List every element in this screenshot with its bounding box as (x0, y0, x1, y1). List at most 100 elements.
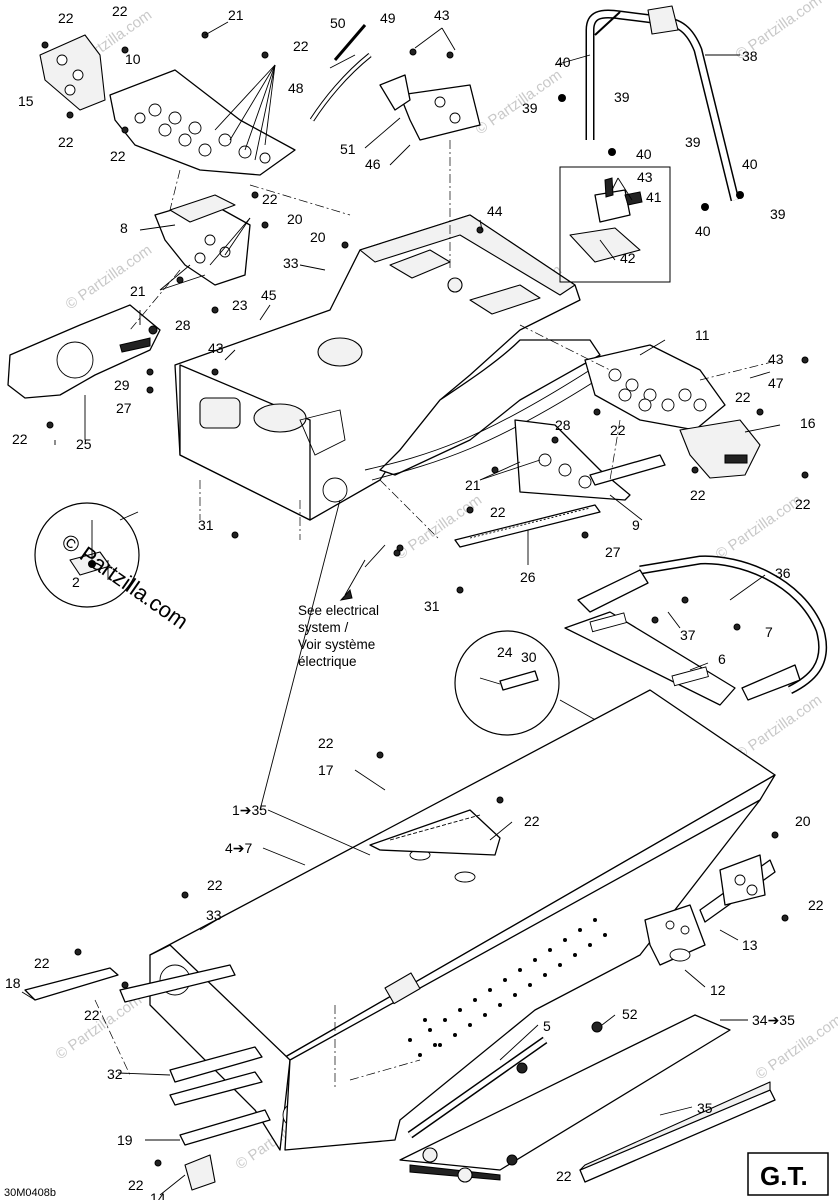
callout-18: 18 (5, 975, 21, 991)
callout-21: 21 (465, 477, 481, 493)
callout-50: 50 (330, 15, 346, 31)
callout-22: 22 (34, 955, 50, 971)
callout-labels: 22 22 21 50 49 43 22 10 48 15 22 22 51 4… (5, 3, 824, 1200)
watermark-text: © Partzilla.com (393, 491, 486, 563)
hood-bracket-parts (309, 24, 481, 141)
electrical-note-line4: électrique (298, 654, 357, 669)
callout-45: 45 (261, 287, 277, 303)
upper-frame-assembly (174, 214, 601, 521)
callout-22: 22 (524, 813, 540, 829)
callout-20: 20 (287, 211, 303, 227)
callout-23: 23 (232, 297, 248, 313)
callout-22: 22 (690, 487, 706, 503)
callout-35: 35 (697, 1100, 713, 1116)
reinforcement-strip (454, 504, 601, 548)
callout-44: 44 (487, 203, 503, 219)
side-channels (24, 964, 271, 1191)
callout-15: 15 (18, 93, 34, 109)
detail-inset-box (559, 166, 671, 283)
callout-52: 52 (622, 1006, 638, 1022)
callout-leaders (21, 21, 781, 1196)
watermark-text: © Partzilla.com (63, 241, 156, 313)
callout-2: 2 (72, 574, 80, 590)
callout-40: 40 (636, 146, 652, 162)
rear-support-arm (514, 419, 666, 501)
callout-22: 22 (795, 496, 811, 512)
callout-39: 39 (614, 89, 630, 105)
callout-26: 26 (520, 569, 536, 585)
callout-20: 20 (795, 813, 811, 829)
watermark-text: © Partzilla.com (733, 691, 826, 763)
footrest-left-bracket (39, 34, 296, 176)
callout-38: 38 (742, 48, 758, 64)
callout-42: 42 (620, 250, 636, 266)
callout-5: 5 (543, 1018, 551, 1034)
callout-22: 22 (112, 3, 128, 19)
callout-21: 21 (130, 283, 146, 299)
callout-40: 40 (555, 54, 571, 70)
detail-circle-right (454, 630, 560, 736)
callout-48: 48 (288, 80, 304, 96)
callout-14: 14 (150, 1190, 166, 1200)
callout-22: 22 (58, 10, 74, 26)
callout-32: 32 (107, 1066, 123, 1082)
callout-20: 20 (310, 229, 326, 245)
callout-25: 25 (76, 436, 92, 452)
callout-22: 22 (735, 389, 751, 405)
model-badge: G.T. (747, 1152, 829, 1196)
callout-39: 39 (522, 100, 538, 116)
callout-46: 46 (365, 156, 381, 172)
callout-43: 43 (768, 351, 784, 367)
callout-22: 22 (262, 191, 278, 207)
callout-47: 47 (768, 375, 784, 391)
electrical-note-line1: See electrical (298, 603, 379, 618)
callout-28: 28 (555, 417, 571, 433)
callout-8: 8 (120, 220, 128, 236)
callout-22: 22 (808, 897, 824, 913)
rear-right-parts (399, 854, 776, 1183)
callout-51: 51 (340, 141, 356, 157)
detail-circle-left (34, 502, 140, 608)
callout-40: 40 (742, 156, 758, 172)
callout-22: 22 (58, 134, 74, 150)
callout-22: 22 (84, 1007, 100, 1023)
callout-29: 29 (114, 377, 130, 393)
callout-10: 10 (125, 51, 141, 67)
callout-7: 7 (765, 624, 773, 640)
watermark-text: © Partzilla.com (713, 491, 806, 563)
model-badge-text: G.T. (760, 1161, 808, 1191)
watermark-text: © Partzilla.com (53, 991, 146, 1063)
drawing-code: 30M0408b (4, 1187, 56, 1199)
perforation-pattern (408, 918, 607, 1057)
callout-37: 37 (680, 627, 696, 643)
callout-13: 13 (742, 937, 758, 953)
callout-22: 22 (490, 504, 506, 520)
rear-bumper-assembly (564, 555, 828, 706)
callout-27: 27 (116, 400, 132, 416)
steering-support-tube (558, 5, 744, 211)
callout-9: 9 (632, 517, 640, 533)
callout-19: 19 (117, 1132, 133, 1148)
callout-4-7: 4➔7 (225, 840, 253, 856)
callout-22: 22 (318, 735, 334, 751)
callout-31: 31 (424, 598, 440, 614)
callout-28: 28 (175, 317, 191, 333)
callout-12: 12 (710, 982, 726, 998)
callout-27: 27 (605, 544, 621, 560)
callout-33: 33 (283, 255, 299, 271)
electrical-note-line2: system / (298, 620, 349, 635)
callout-34-35: 34➔35 (752, 1012, 795, 1028)
callout-39: 39 (685, 134, 701, 150)
callout-1-35: 1➔35 (232, 802, 267, 818)
callout-6: 6 (718, 651, 726, 667)
fasteners (41, 31, 809, 1167)
callout-22: 22 (207, 877, 223, 893)
callout-22: 22 (556, 1168, 572, 1184)
callout-16: 16 (800, 415, 816, 431)
callout-22: 22 (110, 148, 126, 164)
callout-31: 31 (198, 517, 214, 533)
callout-22: 22 (293, 38, 309, 54)
callout-17: 17 (318, 762, 334, 778)
callout-11: 11 (695, 327, 710, 343)
callout-33: 33 (206, 907, 222, 923)
